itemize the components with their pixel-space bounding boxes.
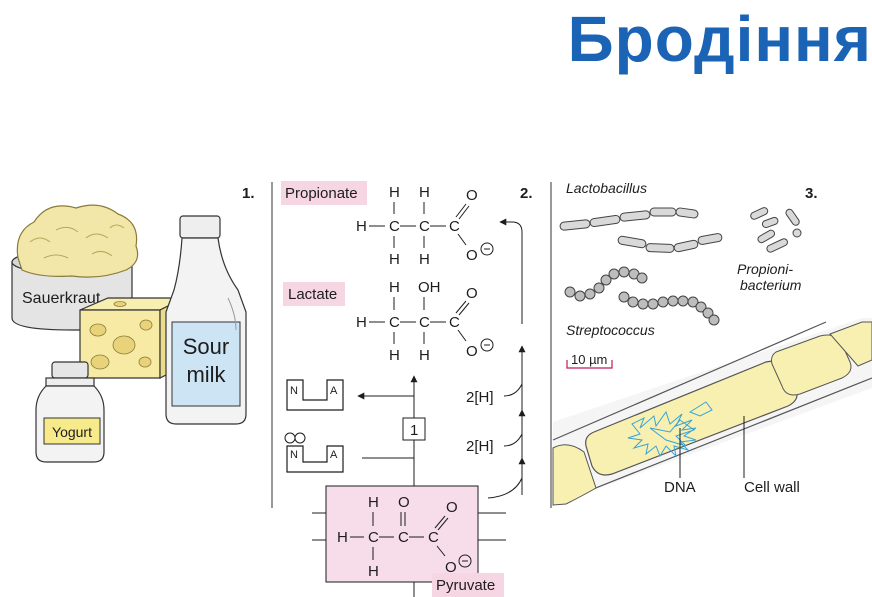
svg-text:C: C [398,529,409,546]
sour-milk-bottle: Sour milk [165,215,247,425]
dna-label: DNA [664,479,696,496]
svg-text:O: O [398,494,410,511]
svg-text:O: O [466,247,478,264]
propionibacterium-label-1: Propioni- [737,261,793,277]
svg-text:C: C [449,314,460,331]
cell-wall-label: Cell wall [744,479,800,496]
pyruvate-structure: H O O H C C C H O [337,494,472,580]
svg-text:H: H [419,347,430,364]
sour-milk-label-1: Sour [183,334,229,359]
svg-text:C: C [419,314,430,331]
svg-text:H: H [389,347,400,364]
nad-oxidized-symbol: N A [286,379,344,411]
sauerkraut-label: Sauerkraut [22,290,101,307]
svg-text:O: O [466,187,478,204]
svg-text:H: H [419,251,430,268]
svg-text:H: H [419,184,430,201]
h2-label-lower: 2[H] [466,438,494,455]
svg-text:O: O [466,343,478,360]
svg-text:C: C [368,529,379,546]
svg-text:H: H [337,529,348,546]
lactobacillus-label: Lactobacillus [566,180,647,196]
svg-text:O: O [445,559,457,576]
lactobacillus-cells [559,207,723,253]
slide-title: Бродіння [567,3,872,75]
svg-text:C: C [428,529,439,546]
yogurt-label: Yogurt [52,424,92,440]
scale-bar [566,360,613,369]
pyruvate-label: Pyruvate [436,577,495,594]
curve-h2-upper [503,383,523,397]
svg-text:H: H [356,314,367,331]
pyruvate-highlight [432,573,504,597]
nad-reduced-symbol: N A [284,432,344,473]
svg-text:O: O [446,499,458,516]
curve-pyruvate-out [487,477,523,499]
dna-strands [627,401,713,458]
svg-text:H: H [368,494,379,511]
svg-text:C: C [449,218,460,235]
panel-number-3: 3. [805,185,818,202]
pyruvate-box [325,485,479,583]
svg-text:A: A [330,385,338,397]
scale-label: 10 µm [571,352,607,367]
lactate-structure: H OH O H C C C H H O [356,279,494,364]
svg-text:N: N [290,385,298,397]
panel-number-2: 2. [520,185,533,202]
propionate-highlight [281,181,367,205]
svg-text:H: H [368,563,379,580]
line-nadh-to-enzyme [362,440,415,459]
svg-text:C: C [419,218,430,235]
svg-text:N: N [290,449,298,461]
svg-text:OH: OH [418,279,441,296]
svg-text:A: A [330,449,338,461]
lactate-label: Lactate [288,286,337,303]
yogurt-jar: Yogurt [35,361,105,463]
panel-number-1: 1. [242,185,255,202]
enzyme-number: 1 [410,422,418,439]
svg-text:H: H [356,218,367,235]
svg-text:C: C [389,314,400,331]
streptococcus-label: Streptococcus [566,322,655,338]
svg-text:C: C [389,218,400,235]
arrow-to-nad [357,392,415,418]
propionibacterium-label-2: bacterium [740,277,802,293]
streptococcus-chain [564,266,720,326]
propionate-structure: H H O H C C C H H O [356,184,494,268]
bacterial-cell [552,318,872,506]
propionate-label: Propionate [285,185,358,202]
sour-milk-label-2: milk [186,362,226,387]
svg-text:O: O [466,285,478,302]
lactate-highlight [283,282,345,306]
h2-label-upper: 2[H] [466,389,494,406]
svg-text:H: H [389,184,400,201]
arrow-to-propionate [499,218,523,324]
svg-text:H: H [389,279,400,296]
propionibacterium-cells [750,207,802,253]
svg-text:H: H [389,251,400,268]
curve-h2-lower [503,433,523,447]
